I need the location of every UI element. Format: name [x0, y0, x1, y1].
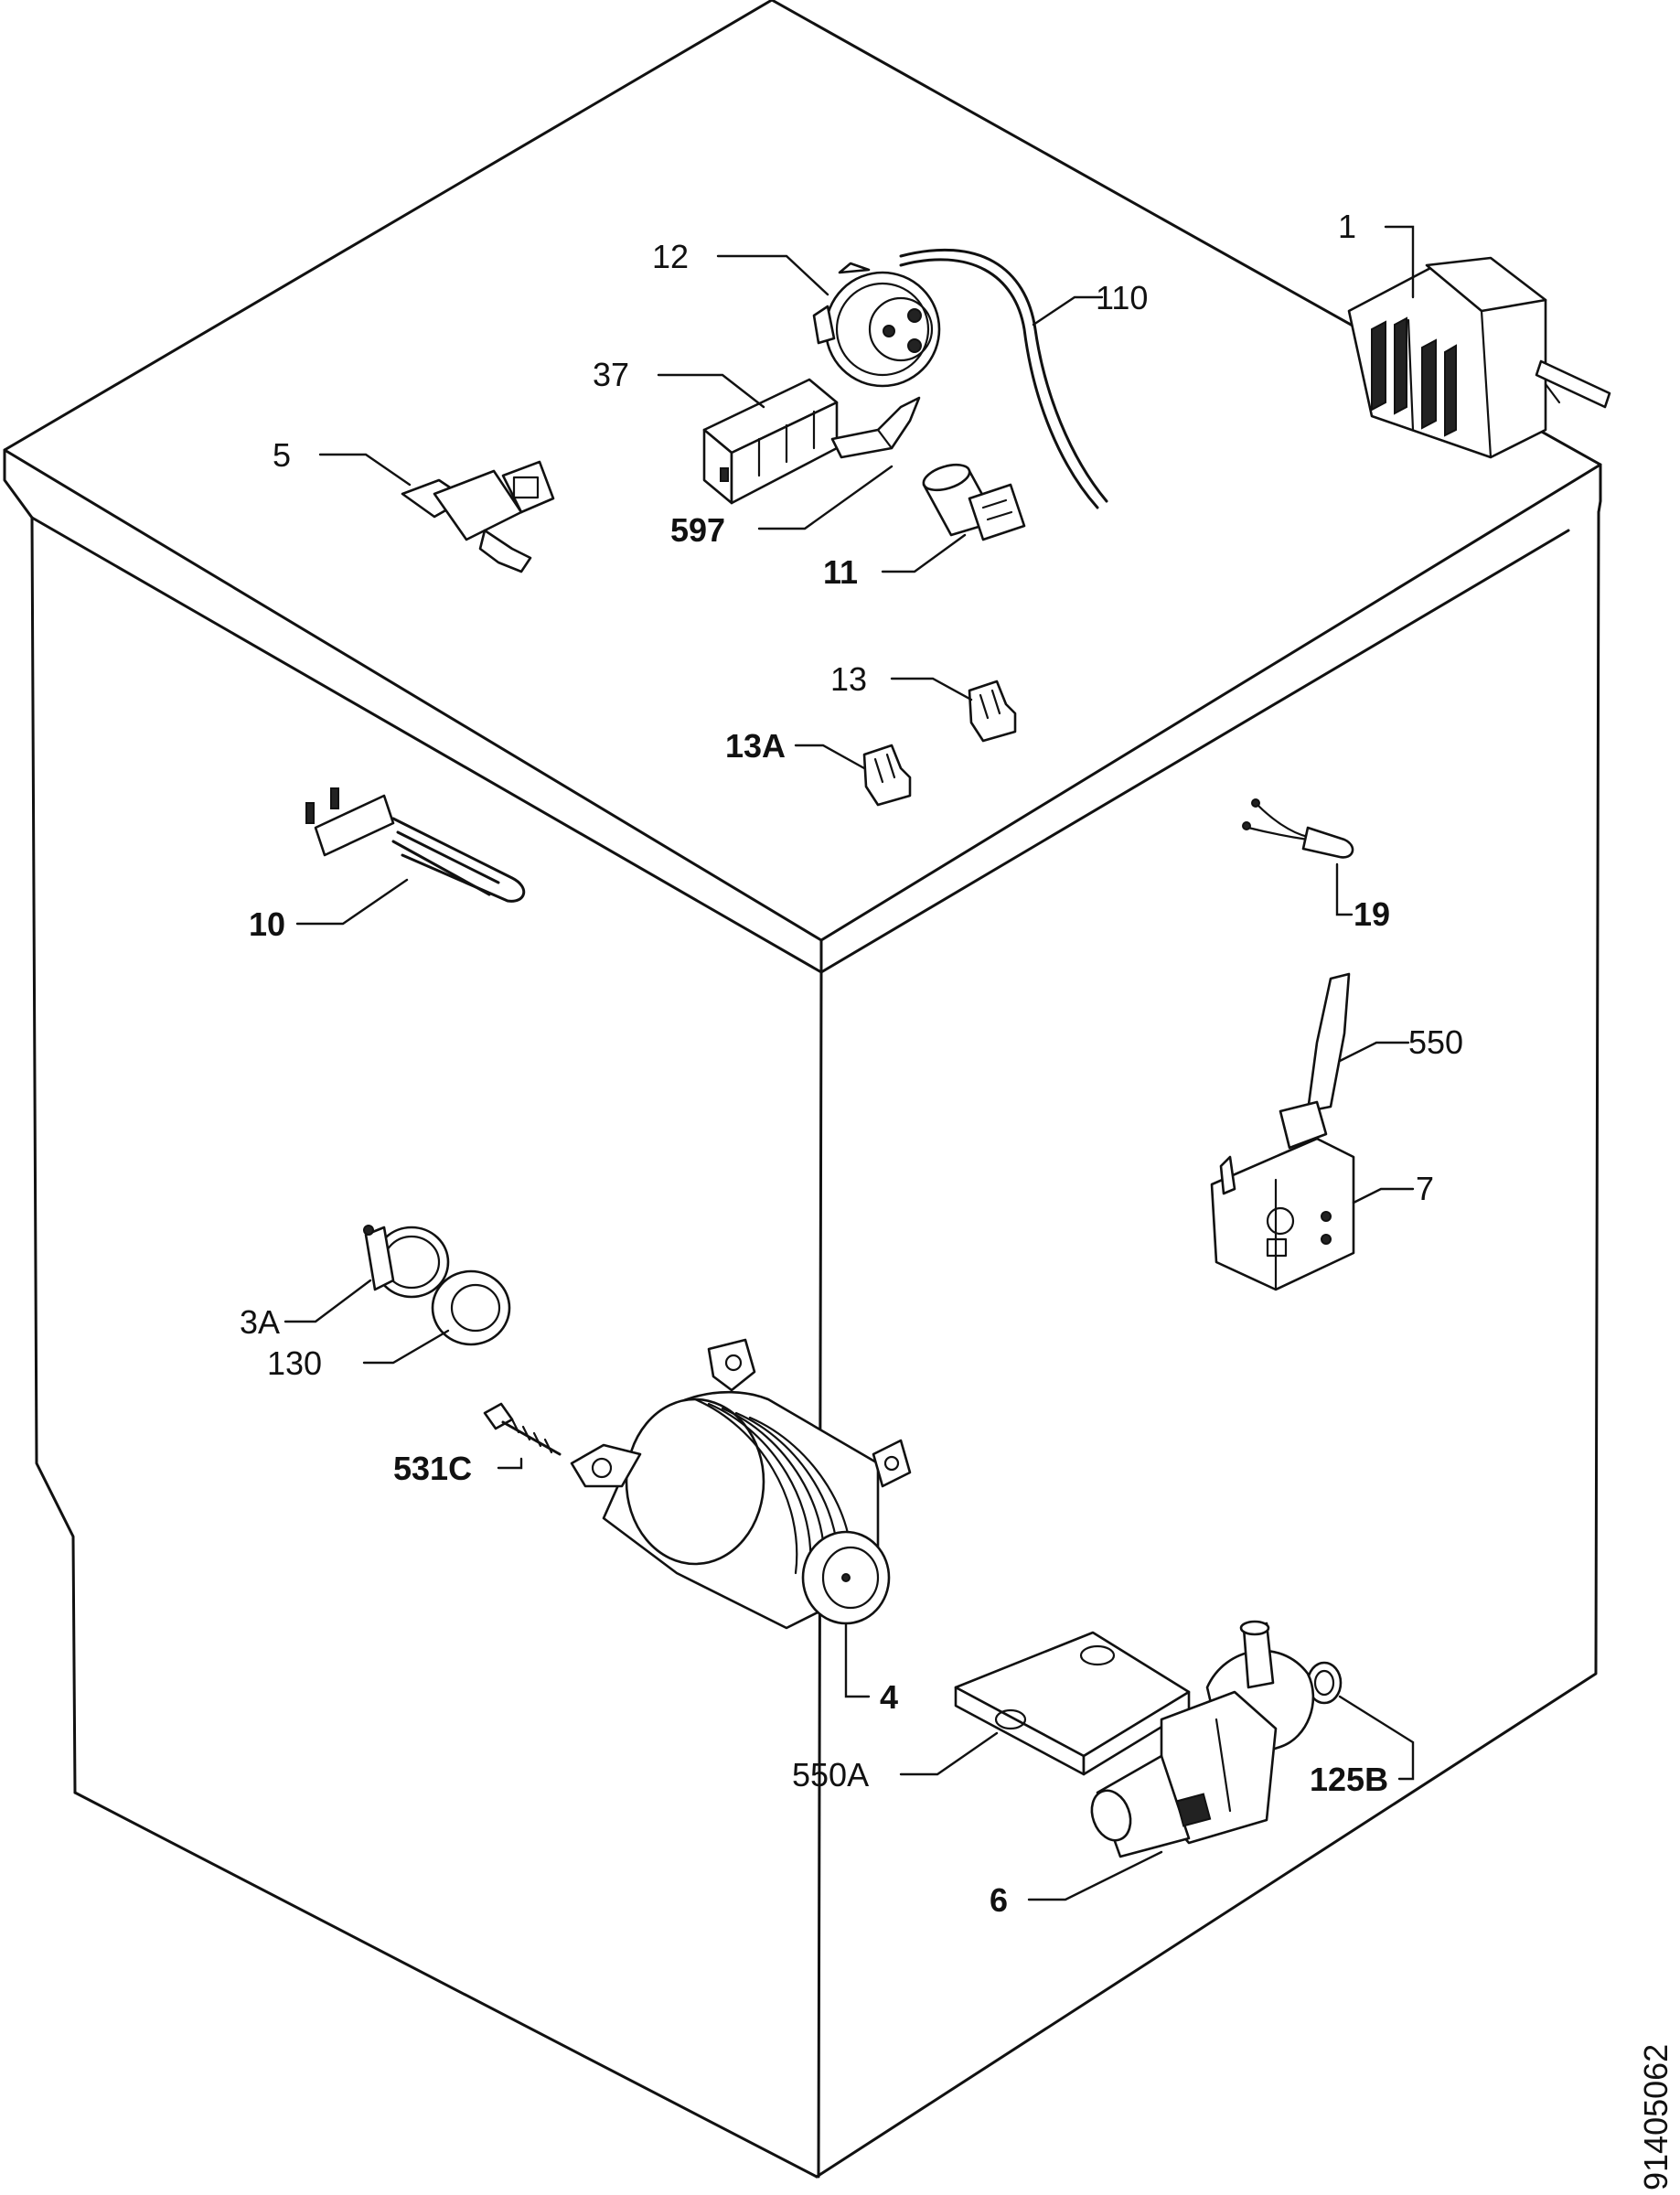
leader-531c: [497, 1457, 523, 1470]
part-11-capacitor: [922, 463, 1026, 541]
label-10: 10: [249, 905, 285, 943]
label-6: 6: [990, 1881, 1008, 1919]
part-10-heating-element: [305, 787, 525, 903]
part-110-hose: [899, 248, 1108, 509]
leader-130: [362, 1329, 450, 1365]
part-12-pressure-switch: [812, 262, 941, 388]
label-550: 550: [1408, 1023, 1463, 1061]
label-130: 130: [267, 1344, 322, 1382]
part-19-ntc-sensor: [1242, 798, 1354, 859]
leader-6: [1027, 1850, 1163, 1901]
leader-4: [844, 1622, 871, 1698]
leader-37: [657, 373, 765, 409]
label-19: 19: [1354, 895, 1390, 933]
leader-13a: [794, 744, 866, 770]
leader-7: [1352, 1187, 1415, 1205]
label-531c: 531C: [393, 1450, 472, 1487]
leader-1: [1384, 225, 1415, 299]
part-6-drain-pump: [1090, 1620, 1315, 1858]
leader-110: [1032, 295, 1104, 327]
part-13a-connector: [862, 744, 912, 807]
part-4-motor: [570, 1338, 912, 1630]
label-11: 11: [823, 553, 858, 591]
part-3a-thermostat: [363, 1225, 450, 1299]
leader-125b: [1338, 1695, 1415, 1781]
leader-597: [757, 465, 894, 530]
leader-10: [295, 878, 409, 926]
leader-550a: [899, 1731, 999, 1776]
part-550-lever: [1306, 972, 1351, 1113]
label-550a: 550A: [792, 1756, 869, 1793]
label-597: 597: [670, 511, 725, 549]
part-130-seal: [431, 1269, 511, 1346]
leader-12: [716, 254, 829, 296]
part-7-door-interlock: [1210, 1100, 1355, 1291]
label-13a: 13A: [725, 727, 786, 765]
label-3a: 3A: [240, 1303, 280, 1341]
part-550a-pad: [954, 1631, 1191, 1776]
part-5-solenoid-valve: [401, 460, 555, 573]
part-531c-screw: [483, 1402, 562, 1456]
cabinet-outline: [3, 0, 1602, 2179]
part-1-timer-switch: [1347, 256, 1611, 459]
leader-3a: [284, 1279, 372, 1323]
leader-13: [890, 677, 973, 701]
leader-11: [881, 533, 967, 573]
part-597-clip: [830, 396, 921, 459]
label-5: 5: [273, 436, 291, 474]
leader-5: [318, 453, 412, 487]
label-1: 1: [1338, 208, 1356, 245]
leader-19: [1335, 862, 1354, 916]
label-7: 7: [1416, 1170, 1434, 1207]
label-37: 37: [593, 356, 629, 393]
label-13: 13: [830, 660, 867, 698]
label-110: 110: [1096, 279, 1148, 316]
part-13-connector: [968, 680, 1017, 743]
label-4: 4: [880, 1678, 898, 1716]
label-125b: 125B: [1310, 1761, 1388, 1798]
leader-550: [1338, 1041, 1410, 1063]
part-37-terminal-block: [702, 378, 839, 505]
label-12: 12: [652, 238, 689, 275]
drawing-number: 91405062: [1637, 2044, 1675, 2190]
